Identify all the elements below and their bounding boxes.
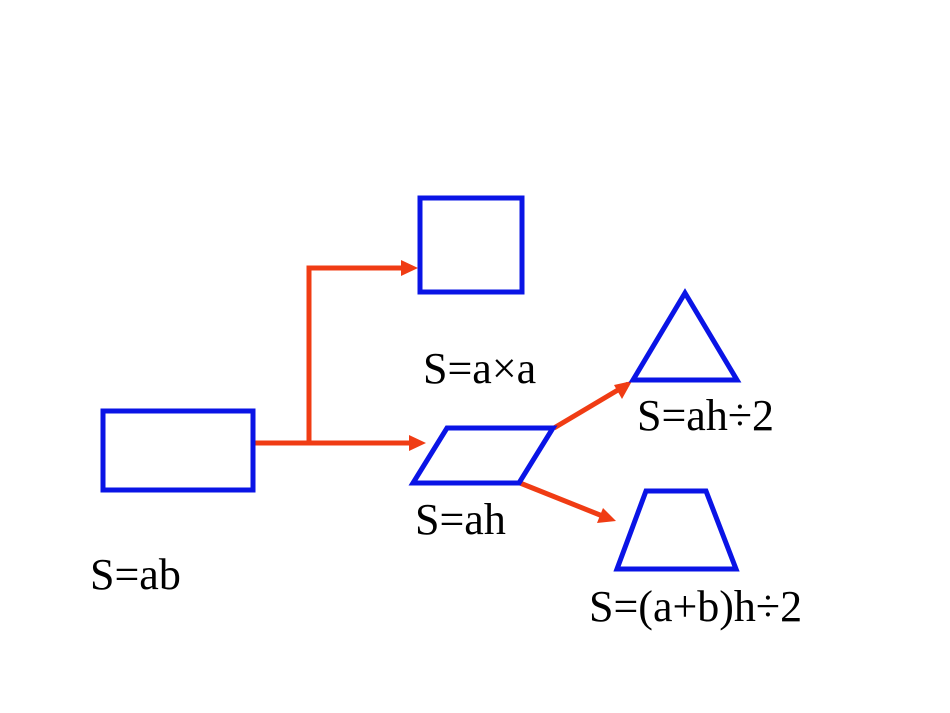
square-area-formula: S=a×a <box>423 344 537 393</box>
trapezoid-shape <box>613 488 740 572</box>
parallelogram-shape <box>408 425 558 486</box>
triangle-shape <box>628 288 742 383</box>
square-shape <box>417 195 525 295</box>
rectangle-area-formula: S=ab <box>90 550 181 599</box>
arrow-parallelogram-to-triangle <box>552 381 630 431</box>
arrowhead-parallelogram <box>409 435 426 451</box>
arrowhead-triangle <box>614 381 632 399</box>
arrow-parallelogram-to-trapezoid <box>519 480 611 522</box>
trapezoid-area-formula: S=(a+b)h÷2 <box>589 582 803 631</box>
arrowhead-square <box>401 260 418 276</box>
arrow-branch-to-square <box>306 265 413 443</box>
arrowhead-trapezoid <box>597 508 616 523</box>
rectangle-shape <box>100 408 256 493</box>
triangle-area-formula: S=ah÷2 <box>637 391 774 440</box>
parallelogram-area-formula: S=ah <box>415 495 506 544</box>
